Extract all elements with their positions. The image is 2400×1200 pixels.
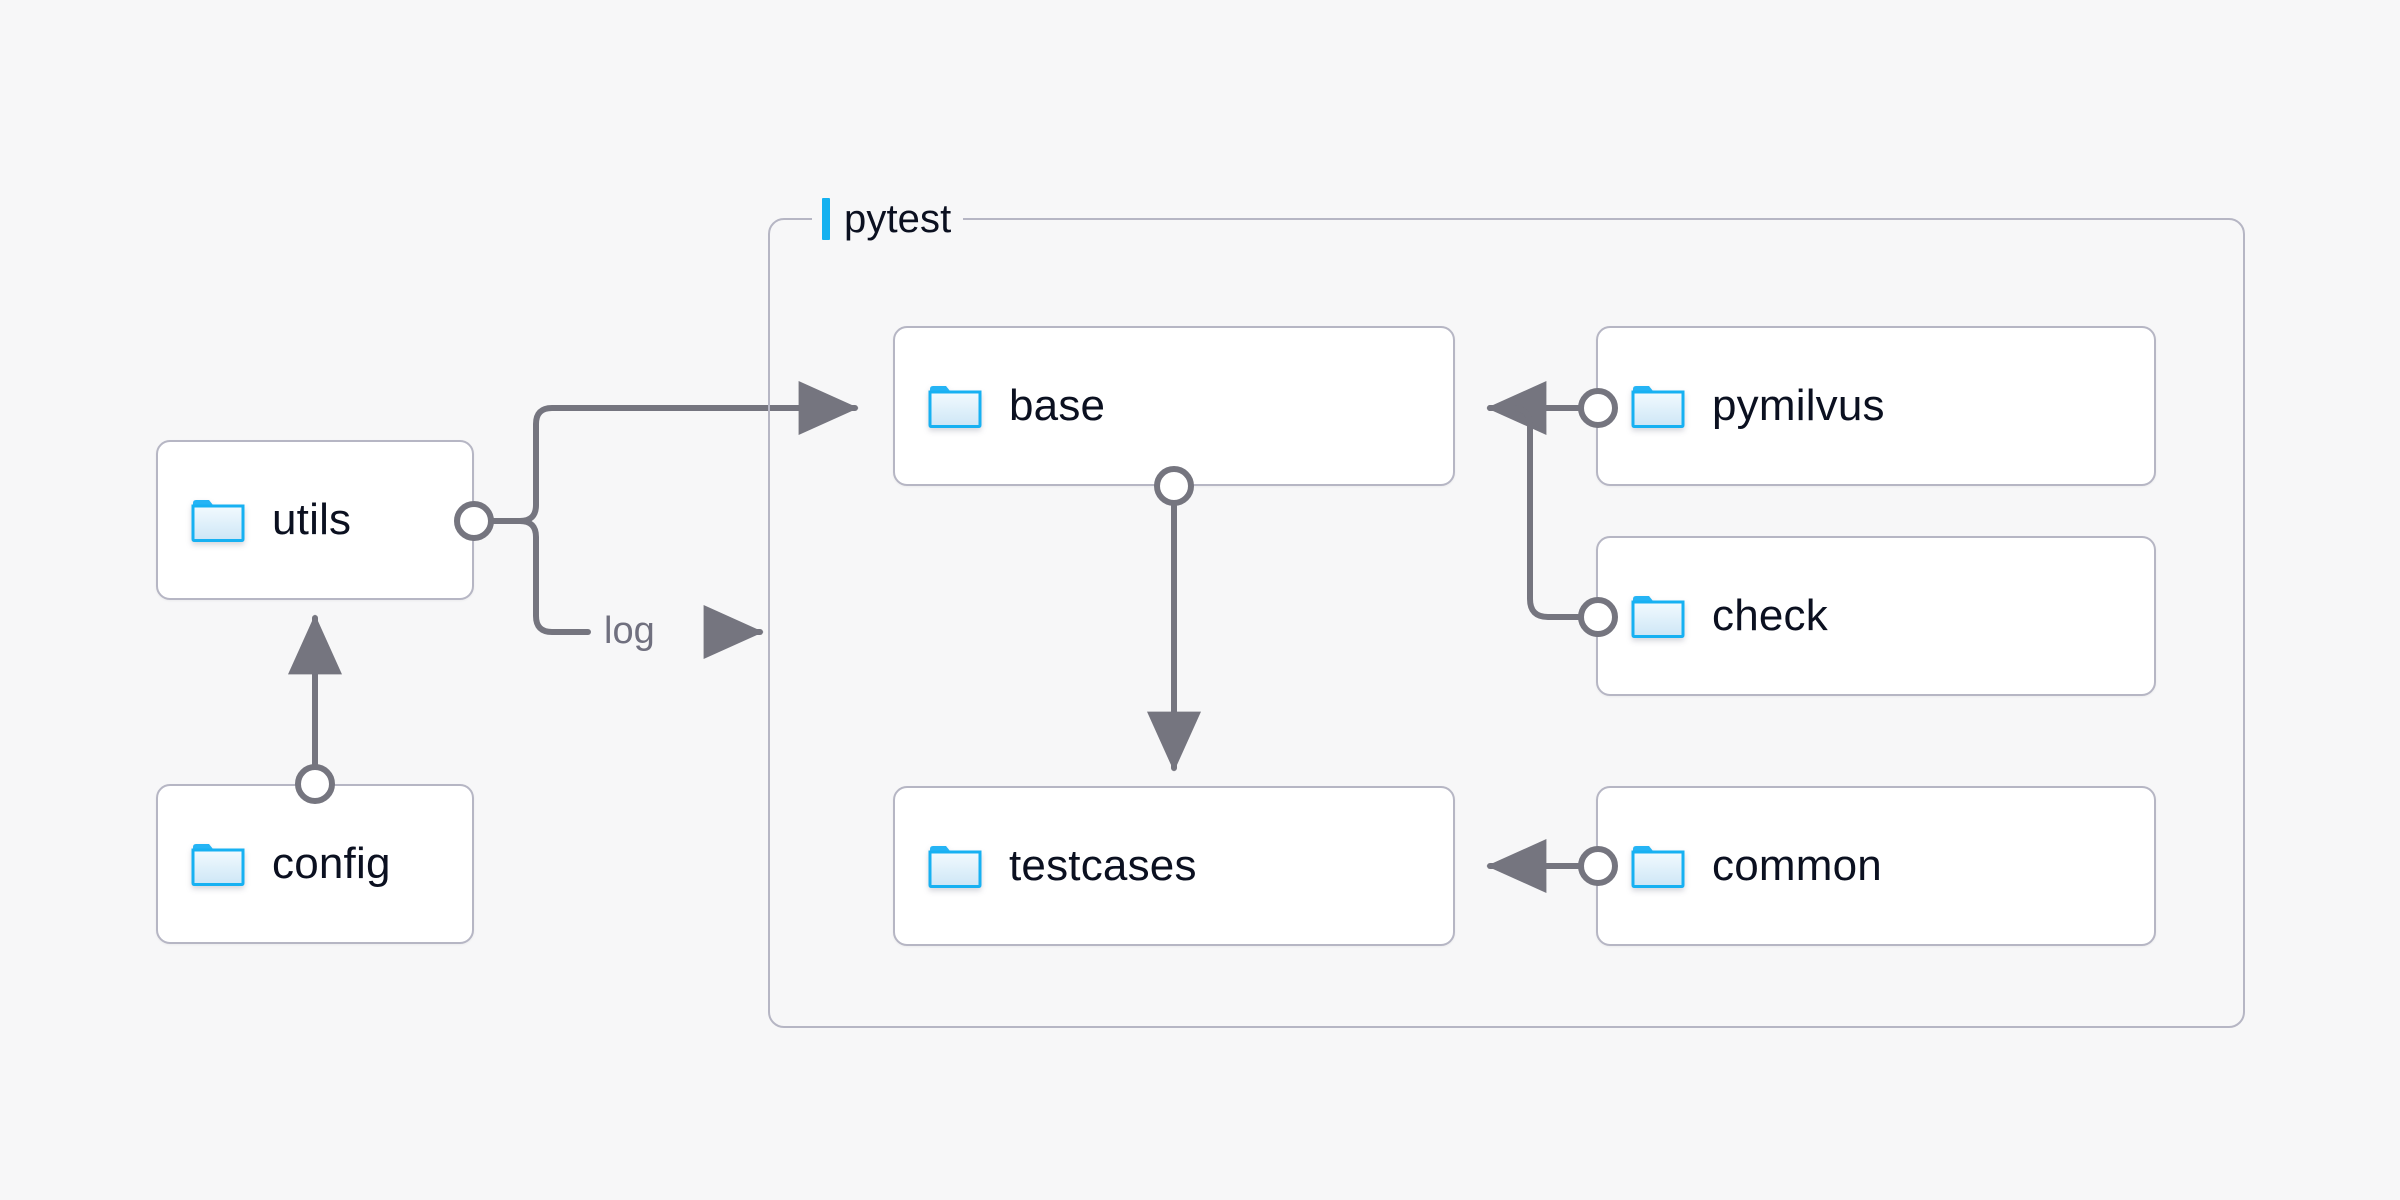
group-container-pytest — [768, 218, 2245, 1028]
node-utils[interactable]: utils — [156, 440, 474, 600]
folder-icon — [191, 500, 245, 542]
node-config[interactable]: config — [156, 784, 474, 944]
node-check[interactable]: check — [1596, 536, 2156, 696]
node-label-config: config — [272, 839, 391, 888]
node-label-testcases: testcases — [1009, 841, 1197, 890]
node-label-common: common — [1712, 841, 1882, 890]
folder-icon — [928, 386, 982, 428]
folder-icon — [1631, 596, 1685, 638]
node-common[interactable]: common — [1596, 786, 2156, 946]
edge-label-log: log — [604, 610, 655, 652]
node-label-base: base — [1009, 381, 1106, 430]
group-label-pytest: pytest — [812, 197, 964, 241]
node-label-utils: utils — [272, 495, 352, 544]
group-accent-bar — [822, 198, 830, 240]
node-base[interactable]: base — [893, 326, 1455, 486]
folder-icon — [191, 844, 245, 886]
folder-icon — [1631, 386, 1685, 428]
node-label-check: check — [1712, 591, 1828, 640]
node-label-pymilvus: pymilvus — [1712, 381, 1885, 430]
group-title: pytest — [844, 197, 952, 241]
folder-icon — [1631, 846, 1685, 888]
node-pymilvus[interactable]: pymilvus — [1596, 326, 2156, 486]
folder-icon — [928, 846, 982, 888]
node-testcases[interactable]: testcases — [893, 786, 1455, 946]
